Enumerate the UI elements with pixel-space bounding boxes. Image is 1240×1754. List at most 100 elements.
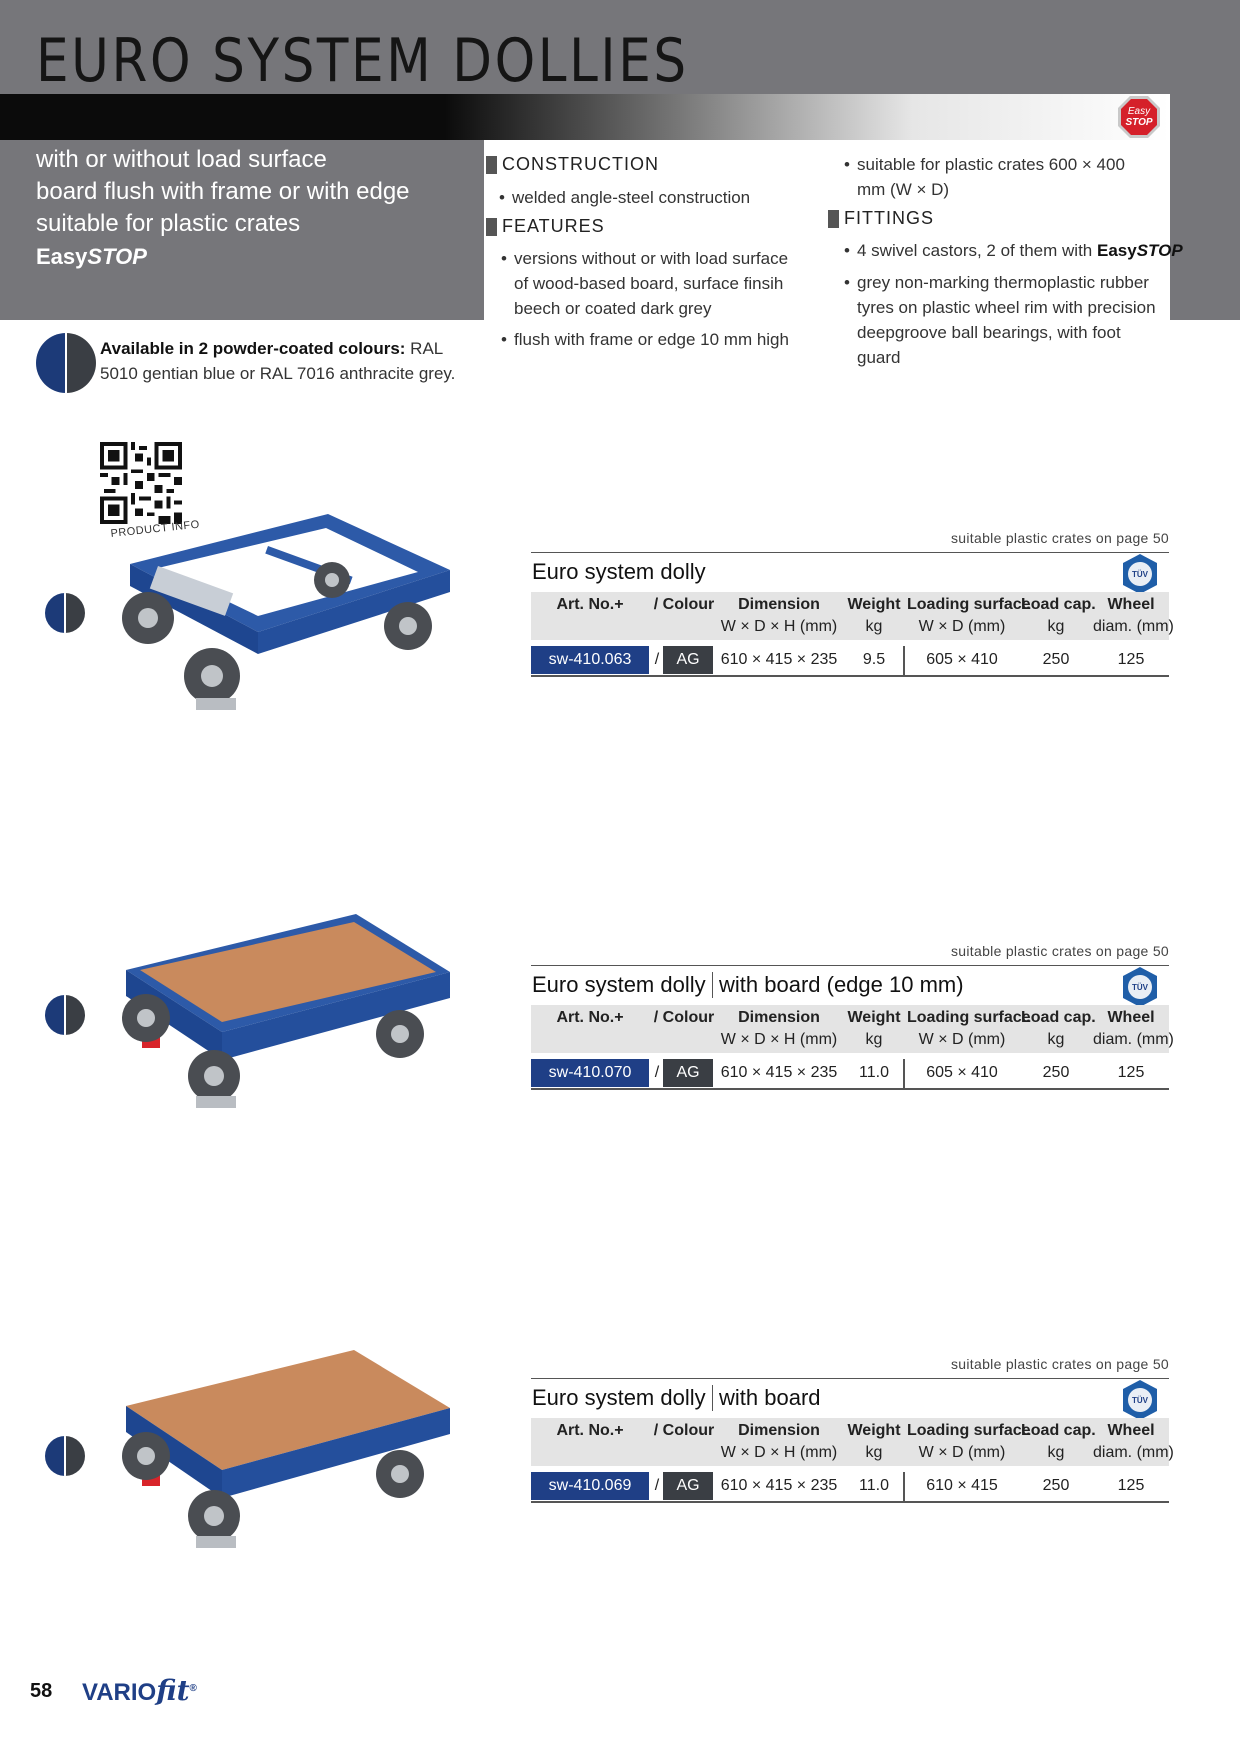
brand-vario: VARIO xyxy=(82,1679,157,1706)
weight-value: 9.5 xyxy=(862,651,886,668)
wheel-diameter-value: 125 xyxy=(1117,1477,1145,1494)
header-loading-unit: W × D (mm) xyxy=(918,1444,1006,1461)
article-number[interactable]: sw-410.063 xyxy=(531,646,649,674)
wheel-diameter-value: 125 xyxy=(1117,651,1145,668)
dimension-value: 610 × 415 × 235 xyxy=(720,1477,838,1494)
article-separator: / xyxy=(654,1477,660,1494)
header-colour: / Colour xyxy=(653,1422,715,1439)
header-loading: Loading surface xyxy=(907,1422,1031,1439)
row-underline xyxy=(531,1088,1169,1090)
header-loading: Loading surface xyxy=(907,596,1031,613)
intro-line-3: suitable for plastic crates xyxy=(36,210,301,237)
product-title-row: Euro system dolly with board (edge 10 mm… xyxy=(531,965,1169,1007)
load-capacity-value: 250 xyxy=(1042,651,1070,668)
table-header: Art. No.+ / Colour Dimension W × D × H (… xyxy=(531,1005,1174,1053)
header-weight: Weight xyxy=(847,1422,901,1439)
fittings-bullet-1: 4 swivel castors, 2 of them with EasySTO… xyxy=(844,238,1183,263)
intro-panel: with or without load surface board flush… xyxy=(0,140,484,320)
intro-brand-easy: Easy xyxy=(36,244,88,269)
header-loadcap: Load cap. xyxy=(1021,1009,1096,1026)
colour-code: AG xyxy=(663,1059,713,1087)
weight-value: 11.0 xyxy=(859,1064,889,1081)
header-wheel-unit: diam. (mm) xyxy=(1093,1444,1174,1461)
dimension-value: 610 × 415 × 235 xyxy=(720,651,838,668)
intro-brand: EasySTOP xyxy=(36,244,147,270)
header-art-no: Art. No.+ xyxy=(556,1009,624,1026)
crates-bullet-1: suitable for plastic crates 600 × 400 mm… xyxy=(844,152,1157,202)
article-number[interactable]: sw-410.069 xyxy=(531,1472,649,1500)
dimension-value: 610 × 415 × 235 xyxy=(720,1064,838,1081)
qr-code-icon[interactable] xyxy=(100,442,182,524)
colour-swatch-icon xyxy=(36,333,96,393)
header-colour: / Colour xyxy=(653,1009,715,1026)
dolly-frame-image xyxy=(122,514,450,710)
column-separator xyxy=(903,1059,905,1089)
header-colour: / Colour xyxy=(653,596,715,613)
crates-page-note[interactable]: suitable plastic crates on page 50 xyxy=(951,530,1169,546)
easystop-badge-icon: Easy STOP xyxy=(1118,96,1160,138)
header-loading-unit: W × D (mm) xyxy=(918,1031,1006,1048)
header-dimension-unit: W × D × H (mm) xyxy=(720,618,838,635)
table-row: sw-410.063 / AG 610 × 415 × 235 9.5 605 … xyxy=(531,646,1169,677)
header-dimension-unit: W × D × H (mm) xyxy=(720,1444,838,1461)
row-underline xyxy=(531,1501,1169,1503)
header-wheel: Wheel xyxy=(1107,1422,1155,1439)
column-separator xyxy=(903,1472,905,1502)
crates-page-note[interactable]: suitable plastic crates on page 50 xyxy=(951,943,1169,959)
crates-page-note[interactable]: suitable plastic crates on page 50 xyxy=(951,1356,1169,1372)
header-loadcap-unit: kg xyxy=(1047,1031,1065,1048)
badge-text-easy: Easy xyxy=(1128,106,1151,117)
product-title-row: Euro system dolly with board TÜV xyxy=(531,1378,1169,1420)
header-dimension: Dimension xyxy=(738,596,820,613)
intro-line-1: with or without load surface xyxy=(36,146,327,173)
tuv-certified-icon: TÜV xyxy=(1123,967,1157,1007)
header-wheel: Wheel xyxy=(1107,596,1155,613)
load-capacity-value: 250 xyxy=(1042,1064,1070,1081)
brand-fit: fit xyxy=(156,1674,190,1707)
header-wheel-unit: diam. (mm) xyxy=(1093,618,1174,635)
table-row: sw-410.070 / AG 610 × 415 × 235 11.0 605… xyxy=(531,1059,1169,1090)
tuv-certified-icon: TÜV xyxy=(1123,554,1157,594)
dolly-board-flush-image xyxy=(122,1350,450,1548)
header-wheel: Wheel xyxy=(1107,1009,1155,1026)
row-underline xyxy=(531,675,1169,677)
fittings-bullet-1-text: 4 swivel castors, 2 of them with xyxy=(857,241,1097,260)
article-separator: / xyxy=(654,1064,660,1081)
header-loadcap: Load cap. xyxy=(1021,1422,1096,1439)
construction-heading: CONSTRUCTION xyxy=(486,154,659,174)
product-title: Euro system dolly xyxy=(532,972,706,997)
intro-brand-stop: STOP xyxy=(87,244,147,269)
header-gradient-band xyxy=(0,94,1170,140)
load-capacity-value: 250 xyxy=(1042,1477,1070,1494)
header-dimension-unit: W × D × H (mm) xyxy=(720,1031,838,1048)
tuv-icon-text: TÜV xyxy=(1132,1396,1149,1405)
header-art-no: Art. No.+ xyxy=(556,1422,624,1439)
article-number[interactable]: sw-410.070 xyxy=(531,1059,649,1087)
tuv-certified-icon: TÜV xyxy=(1123,1380,1157,1420)
fittings-brand-easy: Easy xyxy=(1096,241,1137,260)
colours-info-text: RAL 5010 gentian blue or RAL 7016 anthra… xyxy=(100,339,456,383)
product-subtitle: with board xyxy=(712,1385,821,1411)
page-number: 58 xyxy=(30,1680,53,1702)
fittings-bullet-2: grey non-marking thermoplastic rubber ty… xyxy=(844,270,1157,370)
header-weight-unit: kg xyxy=(865,1444,883,1461)
tuv-icon-text: TÜV xyxy=(1132,983,1149,992)
column-separator xyxy=(903,646,905,676)
colour-swatch-2-icon xyxy=(45,995,85,1035)
header-loading: Loading surface xyxy=(907,1009,1031,1026)
fittings-brand-stop: STOP xyxy=(1136,241,1183,260)
header-loadcap-unit: kg xyxy=(1047,618,1065,635)
header-loadcap-unit: kg xyxy=(1047,1444,1065,1461)
header-weight-unit: kg xyxy=(865,618,883,635)
header-wheel-unit: diam. (mm) xyxy=(1093,1031,1174,1048)
features-bullet-1: versions without or with load surface of… xyxy=(501,246,804,321)
product-title: Euro system dolly xyxy=(532,1385,706,1410)
header-weight: Weight xyxy=(847,596,901,613)
colour-swatch-1-icon xyxy=(45,593,85,633)
colour-code: AG xyxy=(663,646,713,674)
header-dimension: Dimension xyxy=(738,1009,820,1026)
badge-text-stop: STOP xyxy=(1125,117,1152,128)
product-title: Euro system dolly xyxy=(532,559,706,584)
variofit-logo: VARIOfit® xyxy=(82,1674,197,1707)
construction-bullet-1: welded angle-steel construction xyxy=(499,185,802,210)
